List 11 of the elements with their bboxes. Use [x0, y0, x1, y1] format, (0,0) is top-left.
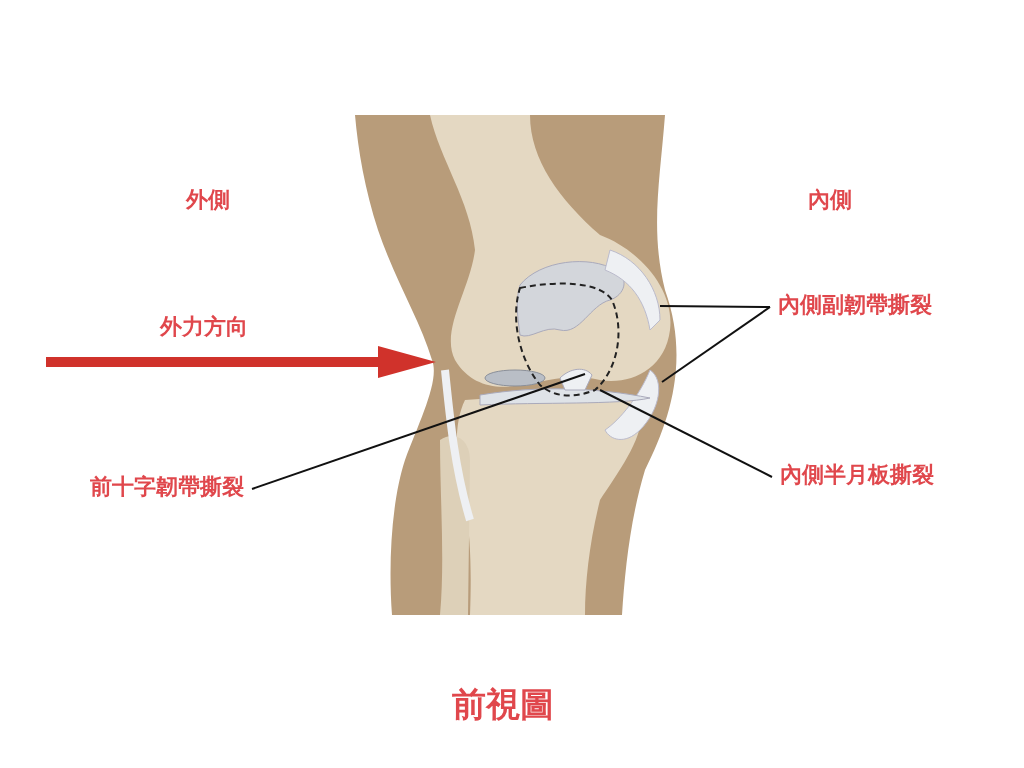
callout-text: 內側半月板撕裂	[780, 462, 934, 488]
caption: 前視圖	[452, 684, 554, 724]
leader-line	[659, 305, 771, 308]
leader-line	[661, 306, 771, 383]
label-text: 外側	[186, 187, 230, 213]
leader-line	[251, 373, 586, 490]
callout-text: 前十字韌帶撕裂	[90, 474, 244, 500]
callout-text: 內側副韌帶撕裂	[778, 292, 932, 318]
label-text: 內側	[808, 187, 852, 213]
label-text: 外力方向	[160, 314, 248, 340]
leader-line	[599, 389, 773, 478]
